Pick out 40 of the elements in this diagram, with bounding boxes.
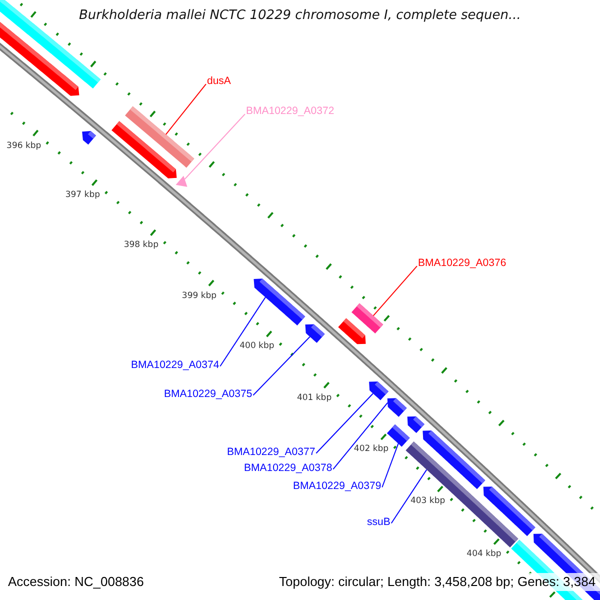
gene-bar [386, 424, 410, 447]
title: Burkholderia mallei NCTC 10229 chromosome I, complete sequen... [79, 9, 521, 24]
gene-block [407, 416, 424, 434]
gene-label: ssuB [367, 516, 390, 528]
gene-label: BMA10229_A0376 [418, 257, 506, 270]
gene-label: BMA10229_A0374 [131, 359, 220, 372]
tick-label: 396 kbp [6, 142, 42, 152]
tick-label: 397 kbp [65, 191, 100, 202]
gene-label: BMA10229_A0377 [227, 446, 316, 458]
leader-line [184, 114, 246, 180]
gene-triangle [176, 176, 188, 187]
gene-block [338, 318, 366, 344]
gene-block [369, 382, 388, 400]
gene-label: BMA10229_A0378 [244, 462, 332, 474]
leader-line [252, 336, 310, 396]
tick-label: 401 kbp [296, 394, 332, 404]
gene-block [0, 22, 80, 96]
leader-line [390, 469, 428, 524]
gene-block [82, 131, 96, 145]
tick-label: 399 kbp [182, 292, 217, 302]
tick-label: 398 kbp [124, 241, 158, 252]
gene-label: BMA10229_A0372 [246, 105, 334, 118]
leader-line [332, 402, 388, 470]
gene-block [305, 324, 325, 343]
tick-label: 402 kbp [354, 445, 389, 455]
leader-line [372, 266, 418, 316]
leader-line [382, 443, 399, 488]
leader-line [165, 84, 206, 135]
tick-label: 400 kbp [240, 342, 274, 352]
gene-block [483, 486, 536, 536]
gene-block [387, 398, 407, 417]
leader-line [316, 393, 374, 454]
tick-label: 403 kbp [410, 497, 446, 507]
gene-block [254, 278, 306, 326]
tick-label: 404 kbp [466, 550, 502, 560]
gene-label: BMA10229_A0379 [293, 480, 382, 492]
leader-line [220, 296, 266, 367]
gene-block [112, 121, 177, 178]
gene-label: dusA [207, 75, 231, 88]
gene-label: BMA10229_A0375 [164, 388, 252, 400]
